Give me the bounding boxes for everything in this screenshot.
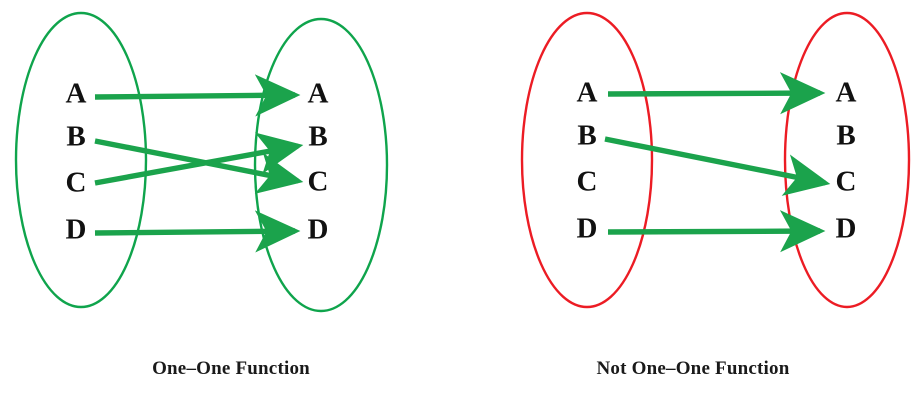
codomain-element-d: D: [308, 214, 329, 246]
codomain-element-c: C: [836, 166, 857, 198]
diagram-not-one-one: A B C D A B C D Not One–One Function: [462, 0, 924, 408]
codomain-element-b: B: [308, 121, 327, 153]
codomain-element-c: C: [308, 166, 329, 198]
caption-one-one: One–One Function: [152, 358, 310, 379]
domain-element-b: B: [66, 121, 85, 153]
domain-ellipse: [14, 11, 148, 309]
domain-element-b: B: [577, 120, 596, 152]
codomain-element-d: D: [836, 213, 857, 245]
codomain-ellipse: [783, 11, 911, 309]
codomain-element-b: B: [836, 120, 855, 152]
codomain-element-a: A: [836, 77, 857, 109]
domain-element-d: D: [66, 214, 87, 246]
diagram-one-one: A B C D A B C D One–One Function: [14, 11, 389, 379]
codomain-element-a: A: [308, 78, 329, 110]
mapping-arrow-d-to-d: [94, 210, 301, 253]
mapping-arrow-b-to-c: [94, 138, 304, 194]
domain-element-a: A: [66, 78, 87, 110]
domain-ellipse: [520, 11, 654, 309]
mapping-arrow-a-to-a: [607, 72, 826, 115]
domain-element-c: C: [577, 166, 598, 198]
mapping-arrow-a-to-a: [94, 74, 301, 117]
not-one-one-mapping-svg: A B C D A B C D: [520, 11, 911, 309]
domain-element-c: C: [66, 167, 87, 199]
mapping-arrow-c-to-b: [94, 132, 304, 186]
domain-element-a: A: [577, 77, 598, 109]
domain-element-d: D: [577, 213, 598, 245]
mapping-arrow-d-to-d: [607, 210, 826, 253]
one-one-mapping-svg: A B C D A B C D: [14, 11, 389, 313]
caption-not-one-one: Not One–One Function: [596, 358, 790, 379]
mapping-arrow-b-to-c: [604, 136, 831, 196]
